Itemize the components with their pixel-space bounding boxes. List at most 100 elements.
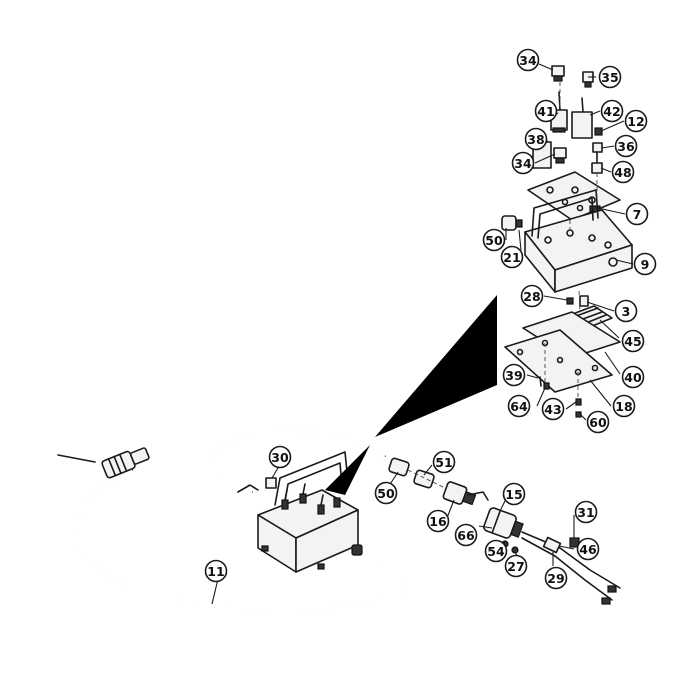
callout-circle bbox=[524, 127, 548, 151]
callout-label: 42 bbox=[603, 104, 620, 119]
callout-66: 66 bbox=[454, 523, 478, 547]
callout-label: 39 bbox=[505, 368, 522, 383]
callout-34: 34 bbox=[516, 48, 540, 72]
callout-circle bbox=[574, 500, 598, 524]
callout-label: 48 bbox=[614, 165, 631, 180]
view-projection-wedge-small bbox=[325, 445, 370, 495]
callout-label: 12 bbox=[627, 114, 644, 129]
callout-label: 64 bbox=[510, 399, 528, 414]
assembled-control-box bbox=[237, 451, 363, 573]
callout-circle bbox=[502, 363, 526, 387]
callout-7: 7 bbox=[625, 202, 649, 226]
callout-leaders bbox=[211, 63, 634, 605]
callout-label: 54 bbox=[487, 544, 505, 559]
callout-15: 15 bbox=[502, 482, 526, 506]
callout-circle bbox=[520, 284, 544, 308]
callout-circle bbox=[511, 151, 535, 175]
callout-28: 28 bbox=[520, 284, 544, 308]
callout-40: 40 bbox=[621, 365, 645, 389]
callout-label: 15 bbox=[505, 487, 522, 502]
callout-label: 18 bbox=[615, 399, 632, 414]
callout-circle bbox=[204, 559, 228, 583]
callout-circle bbox=[454, 523, 478, 547]
callout-circle bbox=[504, 554, 528, 578]
callout-label: 35 bbox=[601, 70, 618, 85]
callout-50: 50 bbox=[374, 481, 398, 505]
callout-circle bbox=[621, 329, 645, 353]
callout-circle bbox=[611, 160, 635, 184]
callout-9: 9 bbox=[633, 252, 657, 276]
callout-circle bbox=[625, 202, 649, 226]
callout-39: 39 bbox=[502, 363, 526, 387]
callout-circle bbox=[484, 539, 508, 563]
callout-label: 28 bbox=[523, 289, 540, 304]
callout-51: 51 bbox=[432, 450, 456, 474]
callout-circle bbox=[576, 537, 600, 561]
callout-circle bbox=[614, 134, 638, 158]
callout-circle bbox=[544, 566, 568, 590]
callout-label: 41 bbox=[537, 104, 554, 119]
exploded-connector-chain bbox=[388, 457, 621, 605]
view-projection-wedge bbox=[375, 295, 497, 437]
callout-label: 21 bbox=[503, 250, 520, 265]
callout-21: 21 bbox=[500, 245, 524, 269]
callout-label: 3 bbox=[622, 304, 631, 319]
callout-11: 11 bbox=[204, 559, 228, 583]
callout-circle bbox=[268, 445, 292, 469]
cable-assembly bbox=[57, 429, 409, 613]
callout-42: 42 bbox=[600, 99, 624, 123]
callout-50: 50 bbox=[482, 228, 506, 252]
callout-54: 54 bbox=[484, 539, 508, 563]
callout-circle bbox=[624, 109, 648, 133]
callout-circle bbox=[541, 397, 565, 421]
callout-circle bbox=[612, 394, 636, 418]
callout-38: 38 bbox=[524, 127, 548, 151]
callout-circle bbox=[426, 509, 450, 533]
callout-60: 60 bbox=[586, 410, 610, 434]
callout-label: 27 bbox=[507, 559, 524, 574]
callout-circle bbox=[598, 65, 622, 89]
callout-label: 50 bbox=[377, 486, 395, 501]
callout-label: 9 bbox=[641, 257, 650, 272]
callout-27: 27 bbox=[504, 554, 528, 578]
callout-41: 41 bbox=[534, 99, 558, 123]
callout-31: 31 bbox=[574, 500, 598, 524]
callout-circle bbox=[633, 252, 657, 276]
callout-circle bbox=[586, 410, 610, 434]
callout-64: 64 bbox=[507, 394, 531, 418]
callout-label: 30 bbox=[271, 450, 289, 465]
callout-circle bbox=[374, 481, 398, 505]
callout-18: 18 bbox=[612, 394, 636, 418]
callout-circle bbox=[500, 245, 524, 269]
callout-36: 36 bbox=[614, 134, 638, 158]
callout-label: 16 bbox=[429, 514, 447, 529]
callout-34: 34 bbox=[511, 151, 535, 175]
callout-35: 35 bbox=[598, 65, 622, 89]
callout-label: 11 bbox=[207, 564, 224, 579]
callout-label: 45 bbox=[624, 334, 641, 349]
callout-circle bbox=[534, 99, 558, 123]
callout-circle bbox=[516, 48, 540, 72]
callout-43: 43 bbox=[541, 397, 565, 421]
callout-45: 45 bbox=[621, 329, 645, 353]
callout-circle bbox=[432, 450, 456, 474]
callout-label: 66 bbox=[457, 528, 475, 543]
callout-circle bbox=[507, 394, 531, 418]
callout-46: 46 bbox=[576, 537, 600, 561]
cable-plug-connector bbox=[101, 447, 150, 479]
callout-label: 31 bbox=[577, 505, 594, 520]
callout-label: 60 bbox=[589, 415, 607, 430]
callout-16: 16 bbox=[426, 509, 450, 533]
callout-label: 38 bbox=[527, 132, 544, 147]
callout-label: 7 bbox=[633, 207, 642, 222]
callout-3: 3 bbox=[614, 299, 638, 323]
callout-label: 29 bbox=[547, 571, 564, 586]
callout-48: 48 bbox=[611, 160, 635, 184]
callout-label: 34 bbox=[519, 53, 537, 68]
callout-label: 51 bbox=[435, 455, 452, 470]
callout-29: 29 bbox=[544, 566, 568, 590]
callout-circle bbox=[600, 99, 624, 123]
callout-label: 36 bbox=[617, 139, 635, 154]
